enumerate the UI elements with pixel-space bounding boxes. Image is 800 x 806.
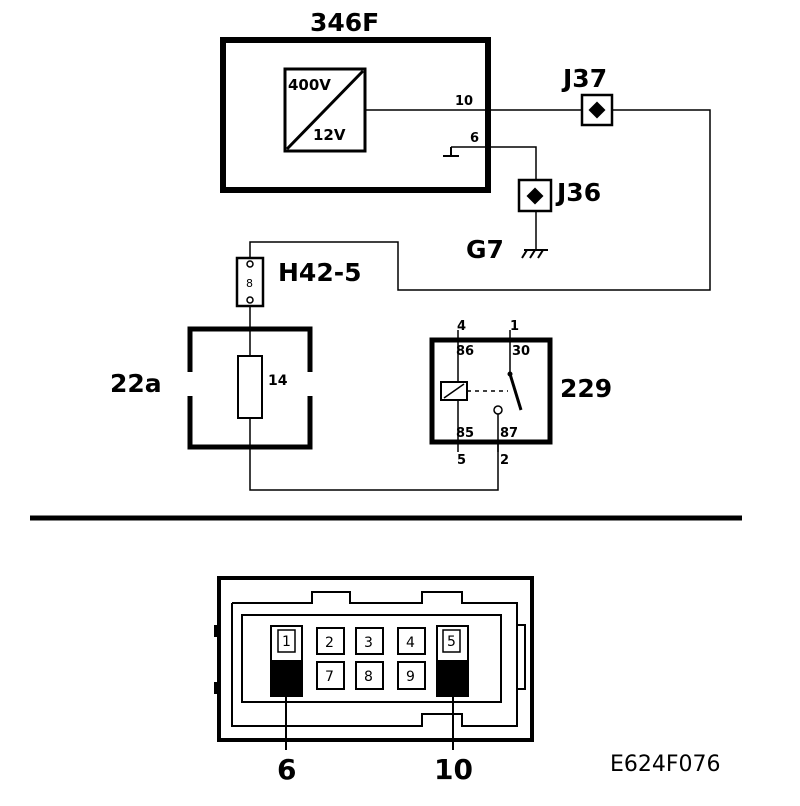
- terminal-4: 4: [397, 627, 426, 655]
- ground-icon: [521, 249, 548, 259]
- connector-face: 1 2 3 4 5 7 8 9: [214, 576, 534, 786]
- splice-j36-label: J36: [555, 178, 601, 207]
- relay-pin-30: 30: [512, 344, 530, 359]
- wires: [249, 109, 711, 491]
- splice-j37-label: J37: [561, 64, 607, 93]
- module-346f: 346F 400V 12V 10 6: [220, 8, 491, 193]
- terminal-3-label: 3: [364, 635, 373, 651]
- terminal-3: 3: [355, 627, 384, 655]
- terminal-1-label: 1: [282, 634, 291, 650]
- terminal-8-label: 8: [364, 669, 373, 685]
- internal-ground-icon: [443, 147, 459, 157]
- callout-cable-6: 6: [277, 753, 296, 786]
- terminal-1: 1: [270, 625, 303, 697]
- converter-output-voltage: 12V: [313, 126, 346, 144]
- terminal-8: 8: [355, 661, 384, 690]
- module-pin-10: 10: [455, 94, 473, 109]
- terminal-2-label: 2: [325, 635, 334, 651]
- fusebox-22a-label: 22a: [110, 369, 162, 398]
- connector-h42: 8 H42-5: [235, 256, 361, 308]
- reference-code: E624F076: [610, 752, 721, 777]
- relay-pin-87: 87: [500, 426, 518, 441]
- terminal-4-label: 4: [406, 635, 415, 651]
- relay-229-label: 229: [560, 374, 612, 403]
- terminal-9-label: 9: [406, 669, 415, 685]
- module-pin-6: 6: [470, 131, 479, 146]
- relay-socket-1: 1: [510, 319, 519, 334]
- terminal-7: 7: [316, 661, 345, 690]
- splice-j36: J36: [517, 178, 601, 213]
- relay-coil-icon: [440, 381, 468, 401]
- fusebox-22a: 14 22a: [110, 326, 314, 450]
- terminal-5-label: 5: [447, 634, 456, 650]
- relay-socket-5: 5: [457, 453, 466, 468]
- relay-229: 4 1 86 30 85 87 5 2 229: [429, 319, 612, 468]
- ground-g7-label: G7: [466, 235, 504, 264]
- relay-socket-4: 4: [457, 319, 466, 334]
- connector-h42-pin: 8: [246, 277, 253, 290]
- relay-switch-icon: [493, 371, 523, 415]
- relay-pin-86: 86: [456, 344, 474, 359]
- relay-pin-85: 85: [456, 426, 474, 441]
- module-346f-label: 346F: [310, 8, 379, 37]
- dc-dc-converter-symbol: 400V 12V: [283, 67, 367, 153]
- terminal-9: 9: [397, 661, 426, 690]
- terminal-5: 5: [436, 625, 469, 697]
- ground-g7: G7: [466, 235, 548, 264]
- terminal-2: 2: [316, 627, 345, 655]
- terminal-7-label: 7: [325, 669, 334, 685]
- fuse-number: 14: [268, 373, 288, 389]
- splice-j37: J37: [561, 64, 614, 127]
- relay-socket-2: 2: [500, 453, 509, 468]
- connector-h42-label: H42-5: [278, 258, 361, 287]
- callout-cable-10: 10: [434, 753, 473, 786]
- converter-input-voltage: 400V: [288, 76, 331, 94]
